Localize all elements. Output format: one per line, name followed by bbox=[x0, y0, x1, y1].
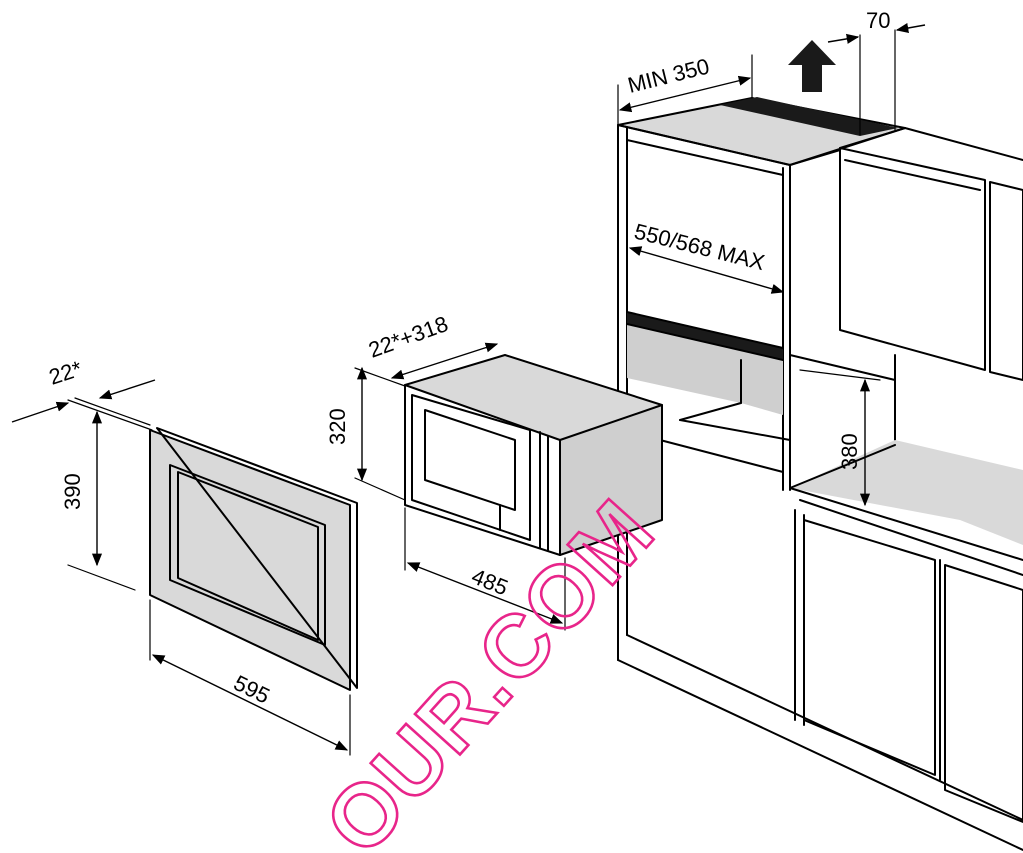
label-niche-width: 550/568 MAX bbox=[632, 219, 768, 276]
label-vent-gap: 70 bbox=[866, 8, 890, 33]
label-frame-width: 595 bbox=[230, 670, 274, 709]
label-frame-height: 390 bbox=[60, 473, 85, 510]
watermark: OUR.COM bbox=[306, 480, 674, 853]
exhaust-arrow bbox=[788, 40, 836, 92]
vent-slot bbox=[720, 97, 898, 136]
counter-top bbox=[790, 440, 1023, 545]
upper-cabinet-2 bbox=[989, 181, 1023, 381]
niche-opening bbox=[627, 312, 783, 415]
trim-frame bbox=[149, 427, 358, 691]
kitchen-cabinets bbox=[617, 97, 1023, 851]
label-oven-depth: 22*+318 bbox=[365, 311, 451, 363]
label-niche-height: 380 bbox=[837, 433, 862, 470]
label-oven-height: 320 bbox=[325, 408, 350, 445]
lower-cabinet-2 bbox=[944, 564, 1023, 823]
upper-cabinet-1 bbox=[839, 147, 986, 371]
lower-cabinet-1 bbox=[803, 519, 936, 776]
dimension-lines bbox=[11, 23, 926, 756]
niche-back-dark bbox=[627, 312, 783, 360]
label-frame-depth: 22* bbox=[46, 356, 86, 390]
